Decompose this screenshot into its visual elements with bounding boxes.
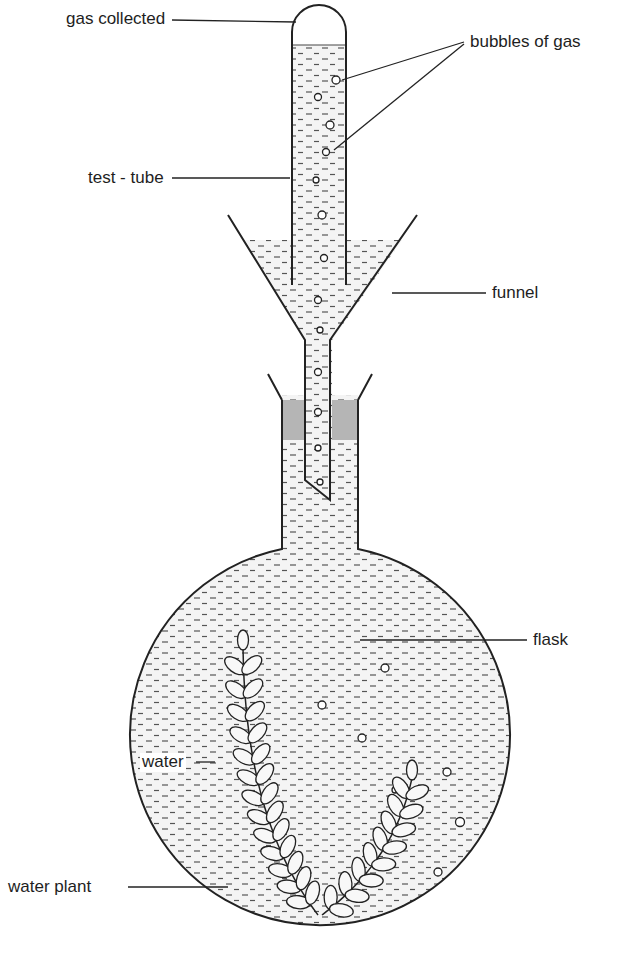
rubber-bung: [330, 400, 357, 440]
plant-leaf: [238, 630, 249, 650]
part-label: water plant: [6, 878, 93, 897]
tube-water: [292, 45, 346, 285]
plant-leaf: [391, 821, 417, 839]
plant-leaf: [398, 802, 425, 822]
plant-leaf: [248, 740, 273, 767]
funnel-outline: [228, 215, 417, 500]
part-label: test - tube: [86, 169, 166, 188]
rubber-bung: [283, 400, 305, 440]
gas-space: [292, 5, 346, 45]
water-level: [292, 45, 346, 46]
flask-outline: [130, 400, 510, 925]
plant-leaf: [245, 720, 271, 747]
part-label: water: [140, 753, 186, 772]
leader-lines: [128, 20, 527, 887]
plant-leaf: [240, 675, 266, 701]
plant-leaf: [404, 782, 431, 804]
part-label: flask: [531, 631, 570, 650]
test-tube-outline: [292, 5, 346, 285]
part-label: gas collected: [64, 10, 167, 29]
water-plant: [222, 630, 431, 919]
plant-leaf: [407, 760, 418, 780]
part-label: bubbles of gas: [468, 33, 583, 52]
plant-leaf: [371, 857, 396, 871]
plant-stem: [322, 778, 412, 915]
plant-leaf: [239, 652, 266, 678]
plant-leaf: [242, 698, 268, 724]
plant-leaf: [382, 839, 408, 855]
plant-leaf: [344, 888, 369, 903]
part-label: funnel: [490, 284, 540, 303]
plant-leaf: [328, 902, 354, 919]
gas-bubbles: [313, 76, 465, 876]
plant-leaf: [359, 874, 383, 888]
